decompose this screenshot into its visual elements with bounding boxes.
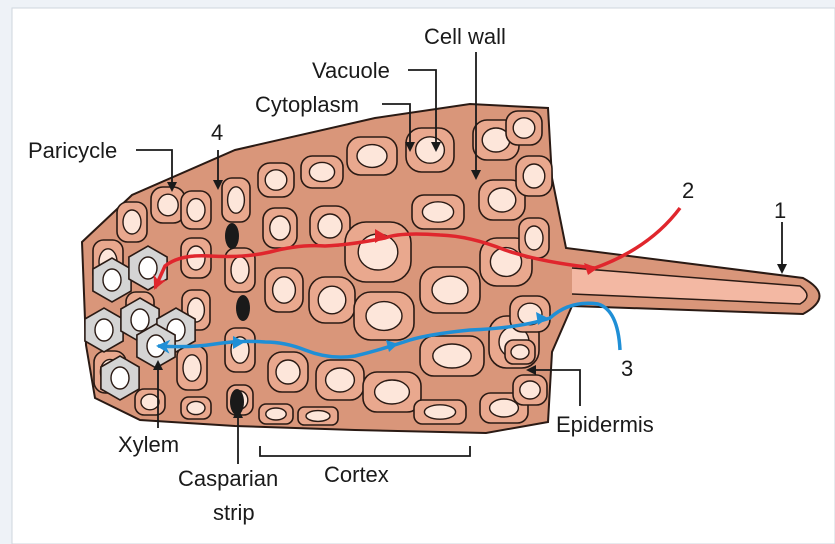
cell-vacuole: [266, 408, 286, 420]
cell-vacuole: [265, 170, 287, 190]
cell-vacuole: [513, 118, 535, 138]
cell-vacuole: [422, 202, 453, 222]
label-xylem: Xylem: [118, 432, 179, 457]
cell-vacuole: [432, 276, 468, 304]
cell-vacuole: [525, 226, 543, 250]
cell-vacuole: [520, 381, 540, 399]
cell-vacuole: [270, 216, 290, 240]
cell-vacuole: [187, 401, 205, 414]
label-cortex: Cortex: [324, 462, 389, 487]
cell-vacuole: [523, 164, 545, 188]
label-cell-wall: Cell wall: [424, 24, 506, 49]
cell-vacuole: [187, 199, 205, 222]
cell-vacuole: [511, 345, 529, 359]
marker-1: 1: [774, 198, 786, 223]
label-vacuole: Vacuole: [312, 58, 390, 83]
cell-vacuole: [318, 286, 346, 314]
cell-vacuole: [273, 277, 296, 303]
cell-vacuole: [158, 194, 178, 216]
cell-vacuole: [309, 162, 334, 181]
cell-vacuole: [424, 405, 455, 419]
casparian-strip-mark: [230, 389, 244, 415]
xylem-lumen: [131, 309, 149, 331]
xylem-lumen: [103, 269, 121, 291]
cell-vacuole: [326, 368, 355, 392]
cell-vacuole: [141, 394, 159, 410]
label-strip: strip: [213, 500, 255, 525]
cell-vacuole: [357, 145, 387, 168]
cell-vacuole: [318, 214, 342, 238]
label-paricycle: Paricycle: [28, 138, 117, 163]
cell-vacuole: [228, 187, 245, 213]
label-casparian: Casparian: [178, 466, 278, 491]
xylem-lumen: [111, 367, 129, 389]
cell-vacuole: [416, 137, 445, 163]
casparian-strip-mark: [236, 295, 250, 321]
cell-vacuole: [183, 355, 201, 381]
cell-vacuole: [375, 380, 410, 404]
marker-2: 2: [682, 178, 694, 203]
cell-vacuole: [306, 411, 330, 422]
marker-4: 4: [211, 120, 223, 145]
cell-vacuole: [123, 210, 141, 234]
casparian-strip-mark: [225, 223, 239, 249]
marker-3: 3: [621, 356, 633, 381]
xylem-lumen: [139, 257, 157, 279]
label-cytoplasm: Cytoplasm: [255, 92, 359, 117]
label-epidermis: Epidermis: [556, 412, 654, 437]
cell-vacuole: [366, 302, 402, 331]
cell-vacuole: [231, 257, 249, 283]
cell-vacuole: [490, 399, 519, 417]
xylem-lumen: [95, 319, 113, 341]
cell-vacuole: [276, 360, 300, 384]
cell-vacuole: [488, 188, 516, 212]
cell-vacuole: [433, 344, 471, 368]
